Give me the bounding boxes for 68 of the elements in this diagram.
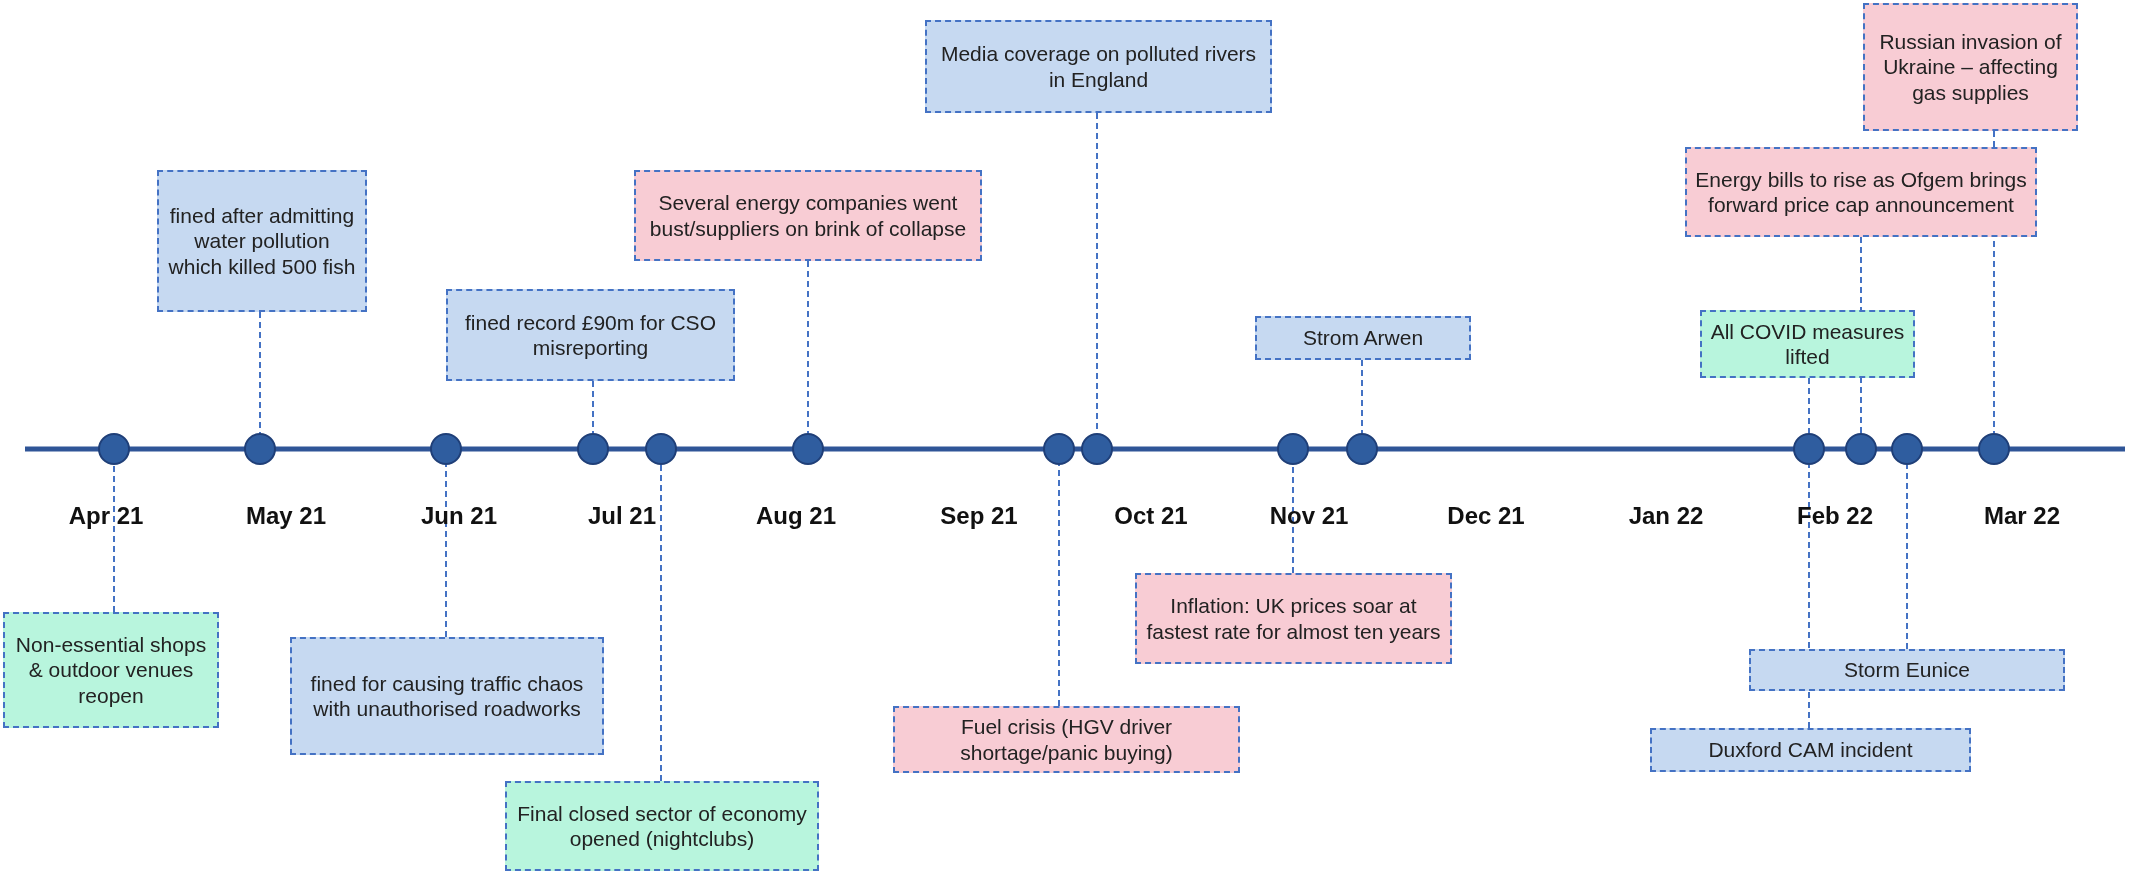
event-text: Media coverage on polluted rivers in England [939,41,1258,92]
event-text: Energy bills to rise as Ofgem brings forward price cap announcement [1694,166,2028,218]
event-box [1650,728,1971,772]
leader-line [1058,464,1060,707]
event-text: Inflation: UK prices soar at fastest rate for almost ten years [1145,593,1442,644]
month-label: Oct 21 [1114,502,1188,530]
event-text: Russian invasion of Ukraine – affecting gas supplies [1878,29,2063,105]
timeline-dot [1845,433,1877,465]
timeline-dot [645,433,677,465]
leader-line [1292,464,1294,574]
event-text: Fuel crisis (HGV driver shortage/panic buying) [959,714,1174,765]
timeline-dot [1043,433,1075,465]
timeline-dot [1346,433,1378,465]
timeline-dot [1978,433,2010,465]
month-label: Sep 21 [940,502,1018,530]
timeline-dot [1277,433,1309,465]
event-box [925,20,1272,113]
event-box [634,170,982,261]
event-text: Final closed sector of economy opened (nightclubs) [516,800,808,852]
timeline-dot [244,433,276,465]
leader-line [1808,464,1810,729]
leader-line [259,311,261,434]
leader-line [592,380,594,434]
event-box [1135,573,1452,664]
event-text: fined after admitting water pollution which killed 500 fish [167,203,357,279]
month-label: Aug 21 [756,502,836,530]
leader-line [660,464,662,782]
timeline-dot [430,433,462,465]
month-label: Apr 21 [68,502,144,530]
timeline-dot [792,433,824,465]
event-text: Several energy companies went bust/suppliers on brink of collapse [648,190,968,241]
event-box [1700,310,1915,378]
leader-line [1906,464,1908,650]
leader-line [445,464,447,638]
timeline-dot [1081,433,1113,465]
event-box [446,289,735,381]
timeline-dot [577,433,609,465]
month-label: Jan 22 [1628,502,1704,530]
event-box [1685,147,2037,237]
timeline-dot [98,433,130,465]
month-label: Mar 22 [1984,502,2060,530]
event-text: Strom Arwen [1302,325,1424,351]
event-box [505,781,819,871]
event-text: Non-essential shops & outdoor venues reopen [14,632,208,708]
month-label: Jul 21 [588,502,656,530]
timeline-dot [1793,433,1825,465]
month-label: Dec 21 [1447,502,1525,530]
month-label: Nov 21 [1269,502,1349,530]
month-label: Jun 21 [421,502,497,530]
leader-line [1361,359,1363,434]
event-box [893,706,1240,773]
event-box [290,637,604,755]
leader-line [807,260,809,434]
event-box [1863,3,2078,131]
event-box [1255,316,1471,360]
leader-line [1808,377,1810,434]
event-box [157,170,367,312]
timeline-dot [1891,433,1923,465]
event-text: fined record £90m for CSO misreporting [464,309,717,361]
event-text: fined for causing traffic chaos with unauthorised roadworks [309,670,585,722]
leader-line [113,464,115,613]
event-text: Duxford CAM incident [1708,737,1913,763]
event-box [3,612,219,728]
month-label: Feb 22 [1797,502,1873,530]
event-text: Storm Eunice [1843,657,1971,683]
month-label: May 21 [245,502,327,530]
event-box [1749,649,2065,691]
event-text: All COVID measures lifted [1709,318,1906,370]
